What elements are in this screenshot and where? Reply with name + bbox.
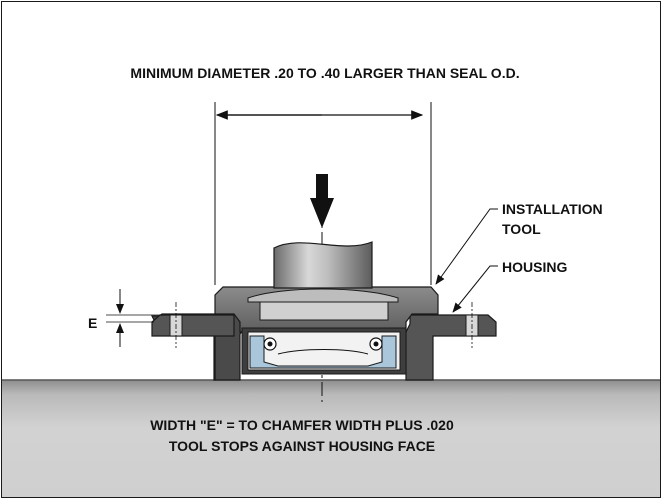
callout-installation-tool-line2: TOOL [502, 221, 541, 237]
force-arrow-icon [310, 174, 334, 228]
heading-text: MINIMUM DIAMETER .20 TO .40 LARGER THAN … [130, 65, 519, 81]
shaft [273, 241, 373, 289]
oil-seal [241, 327, 407, 375]
housing-right [405, 314, 497, 381]
leader-installation-tool [435, 208, 498, 285]
label-e: E [88, 315, 97, 331]
tool-inner-recess [259, 301, 389, 321]
footer-line1: WIDTH "E" = TO CHAMFER WIDTH PLUS .020 [150, 417, 454, 433]
callout-installation-tool-line1: INSTALLATION [502, 201, 603, 217]
footer-line2: TOOL STOPS AGAINST HOUSING FACE [169, 438, 435, 454]
shaft-base [247, 288, 399, 303]
callout-housing: HOUSING [502, 259, 567, 275]
ground-base [2, 380, 660, 497]
leader-housing [452, 265, 498, 313]
